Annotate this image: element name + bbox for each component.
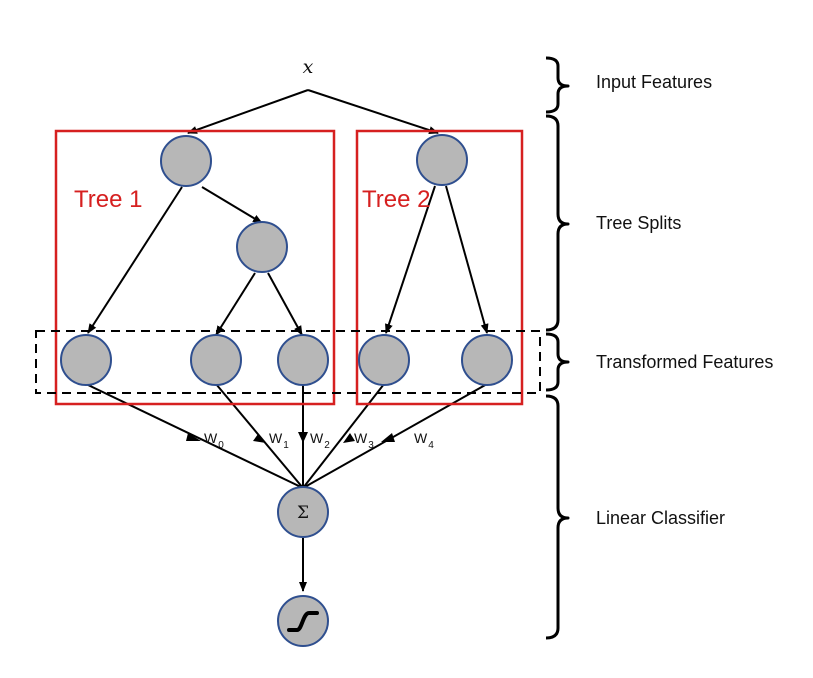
label-transformed-features: Transformed Features	[596, 352, 773, 372]
leaf-node-2	[190, 334, 242, 386]
label-linear-classifier: Linear Classifier	[596, 508, 725, 528]
edge-leaf1-sum	[85, 383, 304, 489]
weight-label-0: W0	[204, 430, 224, 451]
tree1-box	[54, 129, 336, 406]
edge-t1-root-leaf1	[87, 186, 183, 334]
leaf-node-3	[277, 334, 329, 386]
edge-leaf5-sum	[302, 383, 488, 489]
sum-symbol: Σ	[297, 503, 309, 523]
weight-arrow-1	[253, 434, 266, 443]
weight-label-1: W1	[269, 430, 289, 451]
leaf-node-4	[358, 334, 410, 386]
brace-tree-splits	[545, 114, 570, 332]
weight-label-4: W4	[414, 430, 434, 451]
tree2-box	[355, 129, 524, 406]
tree1-inner-node	[236, 221, 288, 273]
sum-node	[277, 486, 329, 538]
leaf-node-5	[461, 334, 513, 386]
weight-label-2: W2	[310, 430, 330, 451]
brace-transformed-features	[545, 332, 570, 392]
tree1-edges	[87, 186, 303, 336]
edge-t1-inner-leaf3	[267, 272, 303, 336]
layer-braces	[545, 56, 570, 640]
weight-arrow-3	[343, 433, 355, 443]
edge-leaf4-sum	[302, 383, 385, 489]
nodes	[60, 134, 513, 647]
input-edges	[187, 89, 439, 134]
edge-t2-root-leaf1	[385, 185, 436, 334]
edge-t1-inner-leaf2	[215, 272, 256, 336]
weight-arrow-2	[298, 432, 308, 443]
tree2-edges	[385, 185, 489, 334]
input-x-label: x	[303, 56, 314, 78]
label-tree-splits: Tree Splits	[596, 213, 681, 233]
tree2-root-node	[416, 134, 468, 186]
tree2-label: Tree 2	[362, 186, 430, 213]
weight-arrow-0	[186, 433, 201, 441]
transformed-features-box	[35, 330, 541, 394]
brace-input-features	[545, 56, 570, 114]
weight-label-3: W3	[354, 430, 374, 451]
edge-input-tree1	[187, 89, 309, 134]
edge-t1-root-inner	[201, 186, 263, 224]
tree1-label: Tree 1	[74, 186, 142, 213]
tree1-root-node	[160, 135, 212, 187]
edge-input-tree2	[307, 89, 439, 134]
weight-arrow-4	[381, 433, 395, 442]
weighted-edges	[85, 383, 488, 489]
label-input-features: Input Features	[596, 72, 712, 92]
sigmoid-icon	[287, 611, 319, 632]
edge-t2-root-leaf2	[445, 185, 489, 334]
leaf-node-1	[60, 334, 112, 386]
brace-linear-classifier	[545, 394, 570, 640]
